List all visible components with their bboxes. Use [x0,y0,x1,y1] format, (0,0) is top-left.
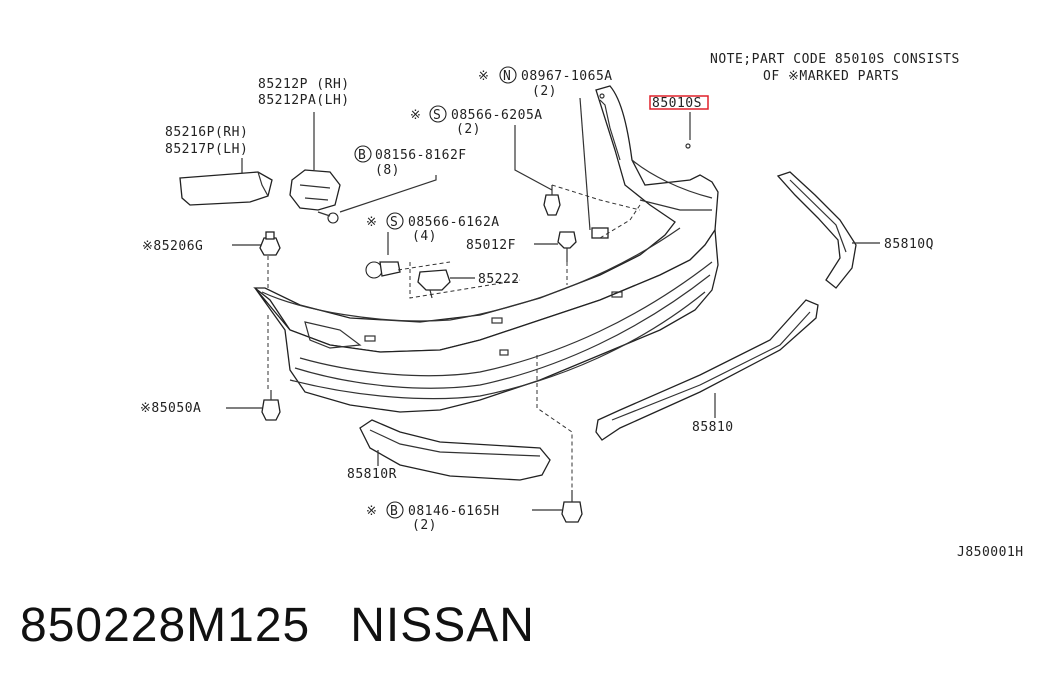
callout-08967[interactable]: ※ N 08967-1065A (2) [478,66,613,99]
label-85222[interactable]: 85222 [478,272,520,287]
label-85212pa[interactable]: 85212PA(LH) [258,93,350,108]
callout-08566a[interactable]: ※ S 08566-6205A (2) [410,105,543,137]
label-08566b: 08566-6162A [408,215,500,230]
label-08967: 08967-1065A [521,69,613,84]
molding-85810[interactable] [595,299,819,441]
caption-part-number: 850228M125 [20,599,311,652]
note-line-2: OF ※MARKED PARTS [763,69,899,84]
bumper-fascia[interactable] [253,85,719,413]
screw-08566a[interactable] [543,185,561,216]
callout-08566b[interactable]: ※ S 08566-6162A (4) [366,212,500,244]
circle-letter-s2: S [390,215,398,230]
bolt-08146[interactable] [561,490,583,523]
label-08566a: 08566-6205A [451,108,543,123]
clip-08967[interactable] [591,227,609,239]
screw-08566b[interactable] [365,261,401,279]
label-85010s[interactable]: 85010S [652,96,702,111]
label-85206g[interactable]: ※85206G [142,239,203,254]
callout-08156[interactable]: B 08156-8162F (8) [354,145,467,178]
highlight-box [649,95,709,110]
label-85217p[interactable]: 85217P(LH) [165,142,248,157]
bolt-08156[interactable] [317,211,339,224]
molding-85810r[interactable] [359,419,551,481]
qty-08566a: (2) [456,122,481,137]
prefix-08967: ※ [478,69,489,84]
label-08156: 08156-8162F [375,148,467,163]
label-85810[interactable]: 85810 [692,420,734,435]
bolt-85050a[interactable] [261,390,281,421]
note-line-1: NOTE;PART CODE 85010S CONSISTS [710,52,960,67]
reference-code: J850001H [957,545,1024,560]
clip-85012f[interactable] [557,231,577,262]
qty-08146: (2) [412,518,437,533]
label-08146: 08146-6165H [408,504,500,519]
prefix-08566b: ※ [366,215,377,230]
circle-letter-s1: S [433,108,441,123]
qty-08156: (8) [375,163,400,178]
nut-85206g[interactable] [259,231,281,256]
bracket-85212p[interactable] [289,169,341,211]
label-85212p[interactable]: 85212P (RH) [258,77,350,92]
caption-brand: NISSAN [350,599,535,652]
circle-letter-b1: B [358,148,366,163]
label-85050a[interactable]: ※85050A [140,401,201,416]
circle-letter-b2: B [390,504,398,519]
prefix-08566a: ※ [410,108,421,123]
qty-08967: (2) [532,84,557,99]
label-85810r[interactable]: 85810R [347,467,397,482]
prefix-08146: ※ [366,504,377,519]
label-85216p[interactable]: 85216P(RH) [165,125,248,140]
clip-85222[interactable] [417,269,451,299]
circle-letter-n: N [503,69,511,84]
label-85810q[interactable]: 85810Q [884,237,934,252]
caption: 850228M125 NISSAN [20,598,535,653]
molding-85810q[interactable] [776,171,857,289]
side-piece-85216p[interactable] [179,171,273,206]
callout-08146[interactable]: ※ B 08146-6165H (2) [366,501,500,533]
label-85012f[interactable]: 85012F [466,238,516,253]
qty-08566b: (4) [412,229,437,244]
